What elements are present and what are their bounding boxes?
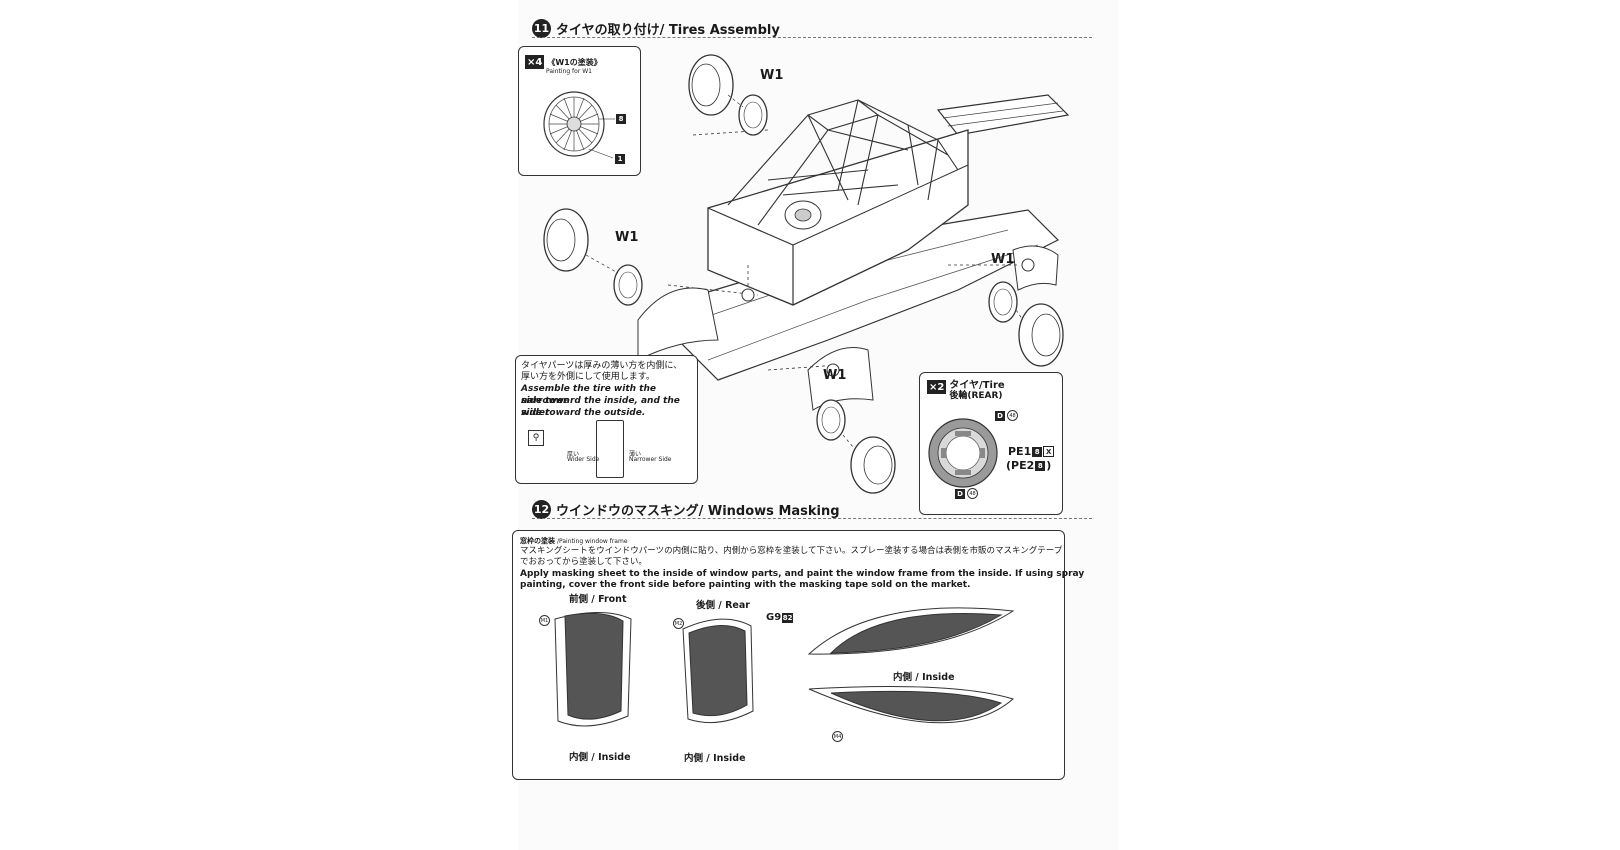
masking-jp-line-1: マスキングシートをウインドウパーツの内側に貼り、内側から窓枠を塗装して下さい。ス… (520, 546, 1063, 556)
masking-en-line-2: painting, cover the front side before pa… (520, 580, 971, 590)
wide-side-jp: 厚い (567, 451, 580, 458)
windows-masking-box: 窓枠の塗装 /Painting window frame マスキングシートをウイ… (512, 530, 1084, 780)
rear-tire-box: ×2 タイヤ/Tire 後輪(REAR) D 48 D 48 PE1 8 X (919, 372, 1063, 515)
m2-marker: M2 (673, 618, 684, 629)
narrow-side-jp: 薄い (629, 451, 642, 458)
pe1-text: PE1 (1008, 445, 1032, 458)
tire-cross-section (596, 420, 624, 478)
pe1-x: X (1043, 446, 1055, 457)
w1-label-top: W1 (760, 68, 784, 83)
pe2-open: (PE2 (1006, 459, 1035, 472)
rear-tire-drawing (928, 418, 998, 488)
step-11-header: 11 タイヤの取り付け/ Tires Assembly (532, 17, 780, 39)
rear-top-part: D (995, 410, 1005, 421)
g9-color: 82 (782, 612, 794, 623)
paint-box-title-jp: 《W1の塗装》 (547, 57, 602, 67)
w1-label-bottom: W1 (823, 368, 847, 383)
note-en-line-2: side toward the inside, and the wider (521, 396, 680, 418)
masking-en-line-1: Apply masking sheet to the inside of win… (520, 569, 1085, 579)
color-code-1: 1 (615, 154, 625, 164)
color-code-8: 8 (616, 114, 626, 124)
masking-jp-line-2: でおおってから塗装して下さい。 (520, 557, 647, 567)
rear-bottom-part: D (955, 488, 965, 499)
note-jp-line-1: タイヤパーツは厚みの薄い方を内側に、 (521, 361, 683, 371)
masking-head-jp: 窓枠の塗装 (520, 537, 555, 545)
quantity-badge: ×4 (525, 55, 545, 69)
window-parts-drawing (554, 607, 1015, 727)
m1-marker: M1 (539, 615, 550, 626)
inside-label-front: 内側 / Inside (569, 752, 631, 763)
inside-label-rear: 内側 / Inside (684, 753, 746, 764)
front-label: 前側 / Front (569, 594, 627, 605)
narrow-side-en: Narrower Side (629, 456, 672, 463)
note-en-line-1: Assemble the tire with the narrower (521, 384, 656, 406)
tire-orientation-note: タイヤパーツは厚みの薄い方を内側に、 厚い方を外側にして使用します。 Assem… (515, 355, 698, 484)
pin-icon: ⚲ (528, 430, 544, 446)
w1-label-left: W1 (615, 230, 639, 245)
w1-label-right: W1 (991, 252, 1015, 267)
masking-head-en: /Painting window frame (557, 538, 628, 545)
inside-label-upper: 内側 / Inside (893, 672, 955, 683)
step-11-title: タイヤの取り付け/ Tires Assembly (556, 22, 780, 38)
paint-box-title-en: Painting for W1 (546, 68, 592, 75)
wide-side-en: Wider Side (567, 456, 600, 463)
step-11-rule (532, 37, 1092, 38)
rear-label: 後側 / Rear (696, 600, 750, 611)
rear-bottom-num: 48 (967, 488, 978, 499)
pe1-color: 8 (1032, 446, 1043, 457)
rear-top-num: 48 (1007, 410, 1018, 421)
note-en-line-3: side toward the outside. (521, 408, 646, 418)
rear-tire-subtitle: 後輪(REAR) (949, 391, 1003, 401)
w1-wheel-drawing (543, 91, 615, 159)
pe2-color: 8 (1035, 460, 1046, 471)
step-12-title: ウインドウのマスキング/ Windows Masking (556, 503, 840, 519)
m4-marker: M4 (832, 731, 843, 742)
step-12-rule (532, 518, 1092, 519)
note-jp-line-2: 厚い方を外側にして使用します。 (521, 372, 655, 382)
step-12-number: 12 (532, 499, 551, 519)
w1-painting-box: ×4 《W1の塗装》 Painting for W1 8 1 (518, 46, 641, 176)
instruction-sheet: 11 タイヤの取り付け/ Tires Assembly ×4 《W1の塗装》 P… (512, 0, 1118, 850)
step-12-header: 12 ウインドウのマスキング/ Windows Masking (532, 498, 840, 520)
g9-text: G9 (766, 612, 782, 623)
loose-wheels-drawing (543, 54, 1064, 494)
chassis-assembly-drawing (637, 94, 1070, 411)
step-11-number: 11 (532, 18, 551, 38)
rear-tire-title: タイヤ/Tire (949, 380, 1005, 391)
pe2-close: ) (1046, 459, 1052, 472)
rear-qty-badge: ×2 (927, 380, 947, 394)
